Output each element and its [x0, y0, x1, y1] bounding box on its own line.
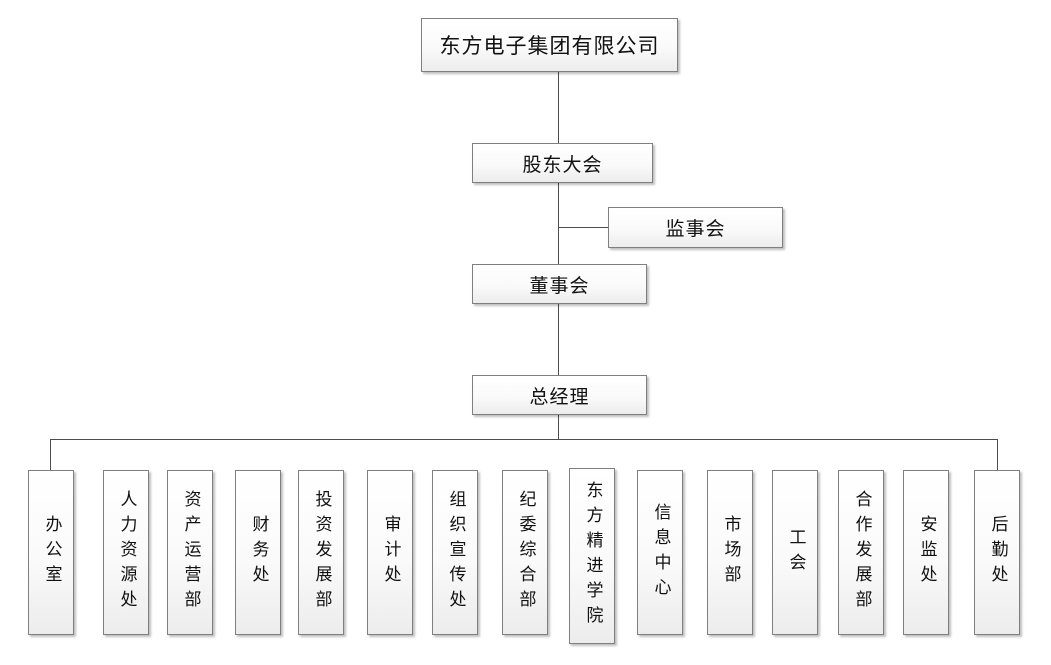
dept-node-cooperation-development-label: 合作发展部	[851, 490, 872, 615]
connector-board-to-gm	[558, 304, 559, 375]
connector-bus-drop-left	[50, 440, 51, 470]
org-node-company-label: 东方电子集团有限公司	[439, 34, 660, 58]
dept-node-asset-operations: 资产运营部	[167, 470, 213, 635]
org-node-shareholders-meeting: 股东大会	[472, 143, 653, 183]
org-node-board-of-directors: 董事会	[472, 264, 647, 304]
dept-node-jingjin-academy: 东方精进学院	[569, 468, 615, 644]
dept-node-logistics: 后勤处	[974, 470, 1020, 635]
dept-node-audit: 审计处	[367, 470, 413, 635]
org-node-general-manager: 总经理	[472, 375, 647, 415]
dept-node-audit-label: 审计处	[380, 515, 401, 590]
dept-node-investment-development: 投资发展部	[298, 470, 344, 635]
dept-node-human-resources-label: 人力资源处	[116, 490, 137, 615]
connector-gm-to-bus	[558, 415, 559, 440]
org-node-supervisory-board: 监事会	[608, 207, 783, 248]
org-node-shareholders-meeting-label: 股东大会	[522, 153, 603, 176]
dept-node-human-resources: 人力资源处	[103, 470, 149, 635]
org-node-company: 东方电子集团有限公司	[421, 18, 678, 72]
org-node-supervisory-board-label: 监事会	[665, 218, 726, 240]
dept-node-organization-publicity: 组织宣传处	[432, 470, 478, 635]
org-node-general-manager-label: 总经理	[529, 385, 590, 408]
connector-company-to-shareholders	[558, 72, 559, 143]
dept-node-labor-union: 工会	[772, 470, 818, 635]
dept-node-cooperation-development: 合作发展部	[838, 470, 884, 635]
org-node-board-of-directors-label: 董事会	[529, 274, 590, 297]
dept-node-finance-label: 财务处	[248, 515, 269, 590]
dept-node-safety-supervision-label: 安监处	[916, 515, 937, 590]
dept-node-jingjin-academy-label: 东方精进学院	[582, 481, 603, 631]
dept-node-discipline-committee-label: 纪委综合部	[515, 490, 536, 615]
dept-node-marketing: 市场部	[707, 470, 753, 635]
connector-bus-drop-right	[997, 440, 998, 470]
dept-node-office: 办公室	[28, 470, 74, 635]
connector-bus	[50, 439, 998, 440]
dept-node-investment-development-label: 投资发展部	[311, 490, 332, 615]
dept-node-information-center: 信息中心	[637, 470, 683, 635]
dept-node-information-center-label: 信息中心	[650, 502, 671, 603]
connector-shareholders-to-board	[558, 183, 559, 264]
dept-node-discipline-committee: 纪委综合部	[502, 470, 548, 635]
connector-branch-to-supervisory	[558, 227, 608, 228]
dept-node-marketing-label: 市场部	[720, 515, 741, 590]
dept-node-asset-operations-label: 资产运营部	[180, 490, 201, 615]
dept-node-office-label: 办公室	[41, 515, 62, 590]
dept-node-logistics-label: 后勤处	[987, 515, 1008, 590]
dept-node-labor-union-label: 工会	[785, 527, 806, 578]
dept-node-safety-supervision: 安监处	[903, 470, 949, 635]
dept-node-organization-publicity-label: 组织宣传处	[445, 490, 466, 615]
dept-node-finance: 财务处	[235, 470, 281, 635]
